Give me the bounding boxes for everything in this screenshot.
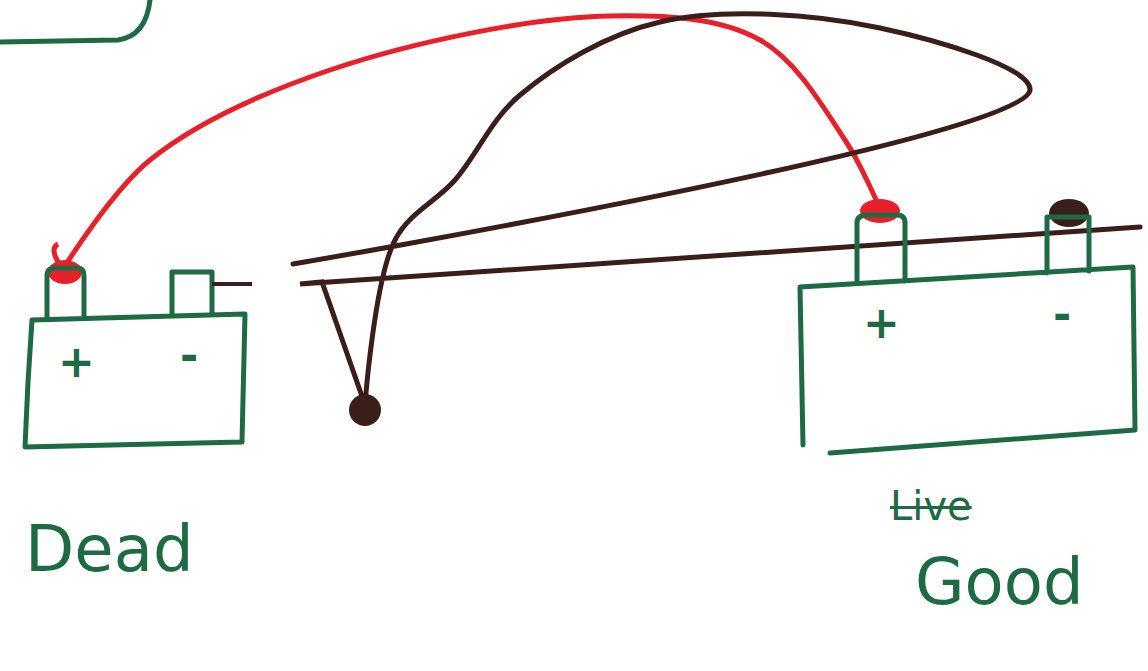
battery-body (25, 268, 245, 447)
terminal-sign: - (180, 334, 198, 378)
black-jumper-cable (293, 14, 1140, 405)
terminal-sign: + (863, 301, 900, 345)
battery-label: Dead (25, 517, 194, 581)
crossed-out-note: Live (890, 486, 972, 526)
negative-lead (212, 282, 252, 286)
ground-clamp (349, 394, 381, 426)
black-clamp (1049, 199, 1089, 227)
battery-outline (20, 262, 252, 452)
red-clamp (860, 199, 900, 223)
battery-outline (795, 205, 1140, 463)
box-fragment (0, 0, 150, 42)
red-clamp (48, 260, 82, 284)
battery-label: Good (915, 550, 1084, 614)
red-jumper-cable (65, 16, 880, 266)
battery-body (800, 215, 1135, 453)
battery: +-Dead (20, 262, 252, 452)
terminal-sign: - (1053, 293, 1071, 337)
red-clamp-jaw (54, 244, 58, 262)
terminal-sign: + (58, 340, 95, 384)
battery: +-Good (795, 205, 1140, 463)
